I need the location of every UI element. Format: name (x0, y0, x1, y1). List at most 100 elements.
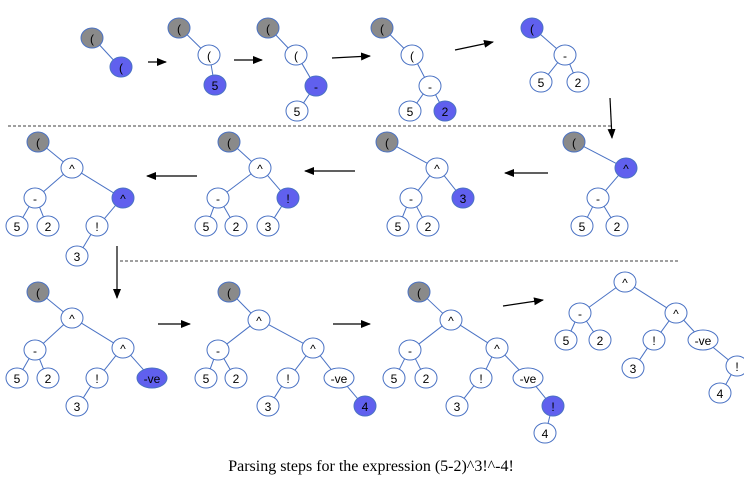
node-circle (284, 44, 308, 66)
tree-node: ( (284, 44, 308, 66)
node-label: - (409, 192, 413, 206)
tree-node: 5 (194, 215, 218, 237)
root-paren-node: ( (80, 27, 104, 49)
tree-node: - (568, 302, 592, 324)
node-circle (65, 245, 89, 267)
node-label: ^ (623, 162, 629, 176)
node-label: ^ (310, 342, 316, 356)
tree-edge (300, 62, 312, 79)
tree-node: - (399, 187, 423, 209)
root-paren-node: ( (407, 281, 431, 303)
current-node: -ve (136, 367, 168, 389)
node-circle (217, 281, 241, 303)
tree-node: 5 (386, 215, 410, 237)
tree-edge (415, 92, 425, 105)
node-label: ^ (120, 192, 126, 206)
node-circle (136, 367, 168, 389)
node-label: ( (207, 49, 211, 63)
node-label: 2 (425, 220, 432, 234)
node-circle (370, 17, 394, 39)
node-circle (224, 367, 248, 389)
node-circle (605, 215, 629, 237)
tree-node: ^ (111, 337, 135, 359)
flow-arrow (502, 297, 544, 307)
root-paren-node: ( (370, 17, 394, 39)
node-label: ^ (256, 314, 262, 328)
tree-edge (398, 357, 406, 371)
root-paren-node: ( (375, 131, 399, 153)
tree-edge (236, 147, 253, 163)
tree-edge (103, 354, 117, 372)
node-circle (65, 395, 89, 417)
tree-edge (273, 205, 283, 219)
node-circle (167, 17, 191, 39)
tree-edge (225, 324, 252, 346)
node-circle (554, 329, 578, 351)
tree-edge (503, 353, 522, 373)
root-paren-node: ( (217, 281, 241, 303)
tree-edge (38, 205, 45, 219)
tree-edge (45, 297, 65, 313)
node-circle (469, 367, 493, 389)
tree-edge (186, 33, 202, 50)
node-label: 2 (442, 105, 449, 119)
tree-node: 3 (65, 245, 89, 267)
node-label: ( (410, 49, 414, 63)
tree-node: ^ (247, 309, 271, 331)
node-label: ^ (69, 162, 75, 176)
tree-node: - (206, 187, 230, 209)
node-circle (85, 215, 109, 237)
tree-node: ^ (485, 337, 509, 359)
node-circle (36, 215, 60, 237)
node-label: -ve (520, 372, 537, 386)
tree-edge (38, 357, 45, 371)
node-circle (588, 329, 612, 351)
tree-node: 5 (5, 215, 29, 237)
node-circle (85, 367, 109, 389)
node-circle (217, 131, 241, 153)
node-circle (451, 187, 475, 209)
node-label: ^ (494, 342, 500, 356)
tree-node: 5 (398, 100, 422, 122)
tree-edge (603, 205, 612, 219)
node-label: ( (36, 136, 40, 150)
tree-node: 5 (382, 367, 406, 389)
tree-edge (209, 358, 215, 370)
node-label: 5 (294, 105, 301, 119)
node-circle (111, 187, 135, 209)
root-paren-node: ( (562, 131, 586, 153)
tree-edge (266, 174, 282, 192)
tree-edge (534, 384, 547, 400)
tree-edge (209, 206, 215, 218)
tree-node: - (586, 187, 610, 209)
tree-node: 5 (285, 100, 309, 122)
node-label: -ve (331, 372, 348, 386)
node-circle (197, 44, 221, 66)
node-label: 3 (74, 400, 81, 414)
tree-node: ! (276, 367, 300, 389)
node-circle (533, 422, 557, 444)
node-circle (323, 367, 355, 389)
tree-node: ^ (613, 271, 637, 293)
node-label: ! (652, 334, 655, 348)
step-tree-2: ((5 (167, 17, 227, 96)
tree-edge (724, 373, 733, 386)
node-label: - (408, 344, 412, 358)
node-circle (5, 215, 29, 237)
node-label: 5 (538, 76, 545, 90)
node-circle (301, 337, 325, 359)
node-circle (553, 44, 577, 66)
node-circle (26, 281, 50, 303)
node-label: ( (227, 136, 231, 150)
node-label: 2 (597, 334, 604, 348)
node-circle (425, 157, 449, 179)
node-label: 5 (579, 220, 586, 234)
node-label: 2 (45, 372, 52, 386)
tree-edge (434, 93, 441, 104)
current-node: ( (109, 56, 133, 78)
flow-arrow (454, 39, 494, 51)
